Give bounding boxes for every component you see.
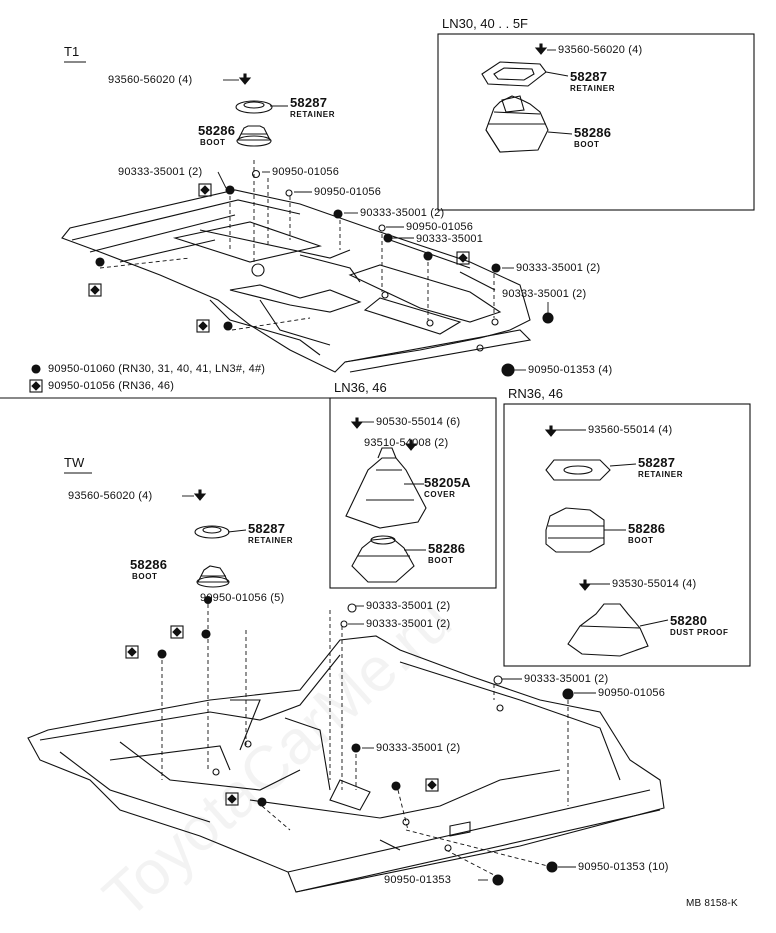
rn36-dust-proof [567,603,649,657]
footer-code: MB 8158-K [686,898,738,909]
t1-callout-12: 90950-01353 (4) [528,364,613,376]
tw-retainer [194,525,230,539]
t1-floor-panel [61,189,532,373]
tw-callout-8: 90950-01056 [598,687,666,699]
ln36-part-number-58205a: 58205A [424,475,471,490]
t1-callout-1: 93560-56020 (4) [108,74,193,86]
legend-round: 90950-01060 (RN30, 31, 40, 41, LN3#, 4#) [48,363,266,375]
ln30-boot [485,95,549,153]
tw-boot [196,565,230,588]
tw-part-number-58287: 58287 [248,521,286,536]
section-title-tw: TW [64,455,85,470]
rn36-boot [545,507,605,553]
rn36-part-name-retainer: RETAINER [638,470,684,479]
section-title-rn36: RN36, 46 [508,386,563,401]
tw-callout-9: 90333-35001 (2) [376,742,461,754]
ln36-callout-1: 90530-55014 (6) [376,416,461,428]
diamond-markers [29,183,470,806]
t1-callout-7: 90333-35001 (2) [360,207,445,219]
section-title-ln30: LN30, 40 . . 5F [442,16,528,31]
leader-lines [182,49,669,881]
rn36-box [503,403,751,667]
t1-callout-6: 90950-01056 [314,186,382,198]
ln36-cover [345,447,427,529]
ln30-box [437,33,755,211]
legend-round-marker [31,364,41,374]
tw-callout-4: 90950-01056 (5) [200,592,285,604]
t1-callout-10: 90333-35001 (2) [516,262,601,274]
tw-callout-5: 90333-35001 (2) [366,600,451,612]
tw-guide-lines [161,604,569,877]
section-title-ln36: LN36, 46 [334,380,387,395]
t1-fasteners [95,73,554,377]
ln30-retainer [481,61,547,87]
tw-fasteners [157,489,574,886]
tw-callout-10: 90950-01353 [384,874,452,886]
t1-callout-11: 90333-35001 (2) [502,288,587,300]
tw-part-name-retainer: RETAINER [248,536,294,545]
ln30-part-name-retainer: RETAINER [570,84,616,93]
t1-part-name-retainer: RETAINER [290,110,336,119]
tw-part-name-boot: BOOT [132,572,158,581]
tw-callout-7: 90333-35001 (2) [524,673,609,685]
t1-part-number-58287: 58287 [290,95,328,110]
ln30-part-number-58286: 58286 [574,125,612,140]
section-title-t1: T1 [64,44,80,59]
rn36-part-name-boot: BOOT [628,536,654,545]
ln36-boot [351,535,415,583]
rn36-part-number-58287: 58287 [638,455,676,470]
rn36-part-number-58280: 58280 [670,613,708,628]
rn36-part-number-58286: 58286 [628,521,666,536]
ln36-part-number-58286: 58286 [428,541,466,556]
ln36-part-name-boot: BOOT [428,556,454,565]
tw-callout-1: 93560-56020 (4) [68,490,153,502]
t1-retainer [235,100,273,114]
t1-callout-9: 90333-35001 [416,233,484,245]
ln30-part-name-boot: BOOT [574,140,600,149]
tw-part-number-58286: 58286 [130,557,168,572]
rn36-callout-4: 93530-55014 (4) [612,578,697,590]
t1-callout-8: 90950-01056 [406,221,474,233]
rn36-callout-1: 93560-55014 (4) [588,424,673,436]
t1-callout-5: 90950-01056 [272,166,340,178]
ln36-box [329,397,497,589]
tw-callout-11: 90950-01353 (10) [578,861,669,873]
t1-guide-lines [99,160,495,331]
legend-diamond: 90950-01056 (RN36, 46) [48,380,175,392]
ln30-callout-1: 93560-56020 (4) [558,44,643,56]
rn36-fasteners [544,425,592,591]
ln36-part-name-cover: COVER [424,490,456,499]
t1-part-number-58286: 58286 [198,123,236,138]
t1-boot [236,125,272,147]
ln36-callout-2: 93510-54008 (2) [364,437,449,449]
t1-callout-4: 90333-35001 (2) [118,166,203,178]
ln30-screw-icon [534,43,548,55]
rn36-part-name-dust-proof: DUST PROOF [670,628,729,637]
t1-part-name-boot: BOOT [200,138,226,147]
tw-callout-6: 90333-35001 (2) [366,618,451,630]
ln30-part-number-58287: 58287 [570,69,608,84]
tw-floor-panel [27,635,665,893]
rn36-retainer [545,459,611,481]
